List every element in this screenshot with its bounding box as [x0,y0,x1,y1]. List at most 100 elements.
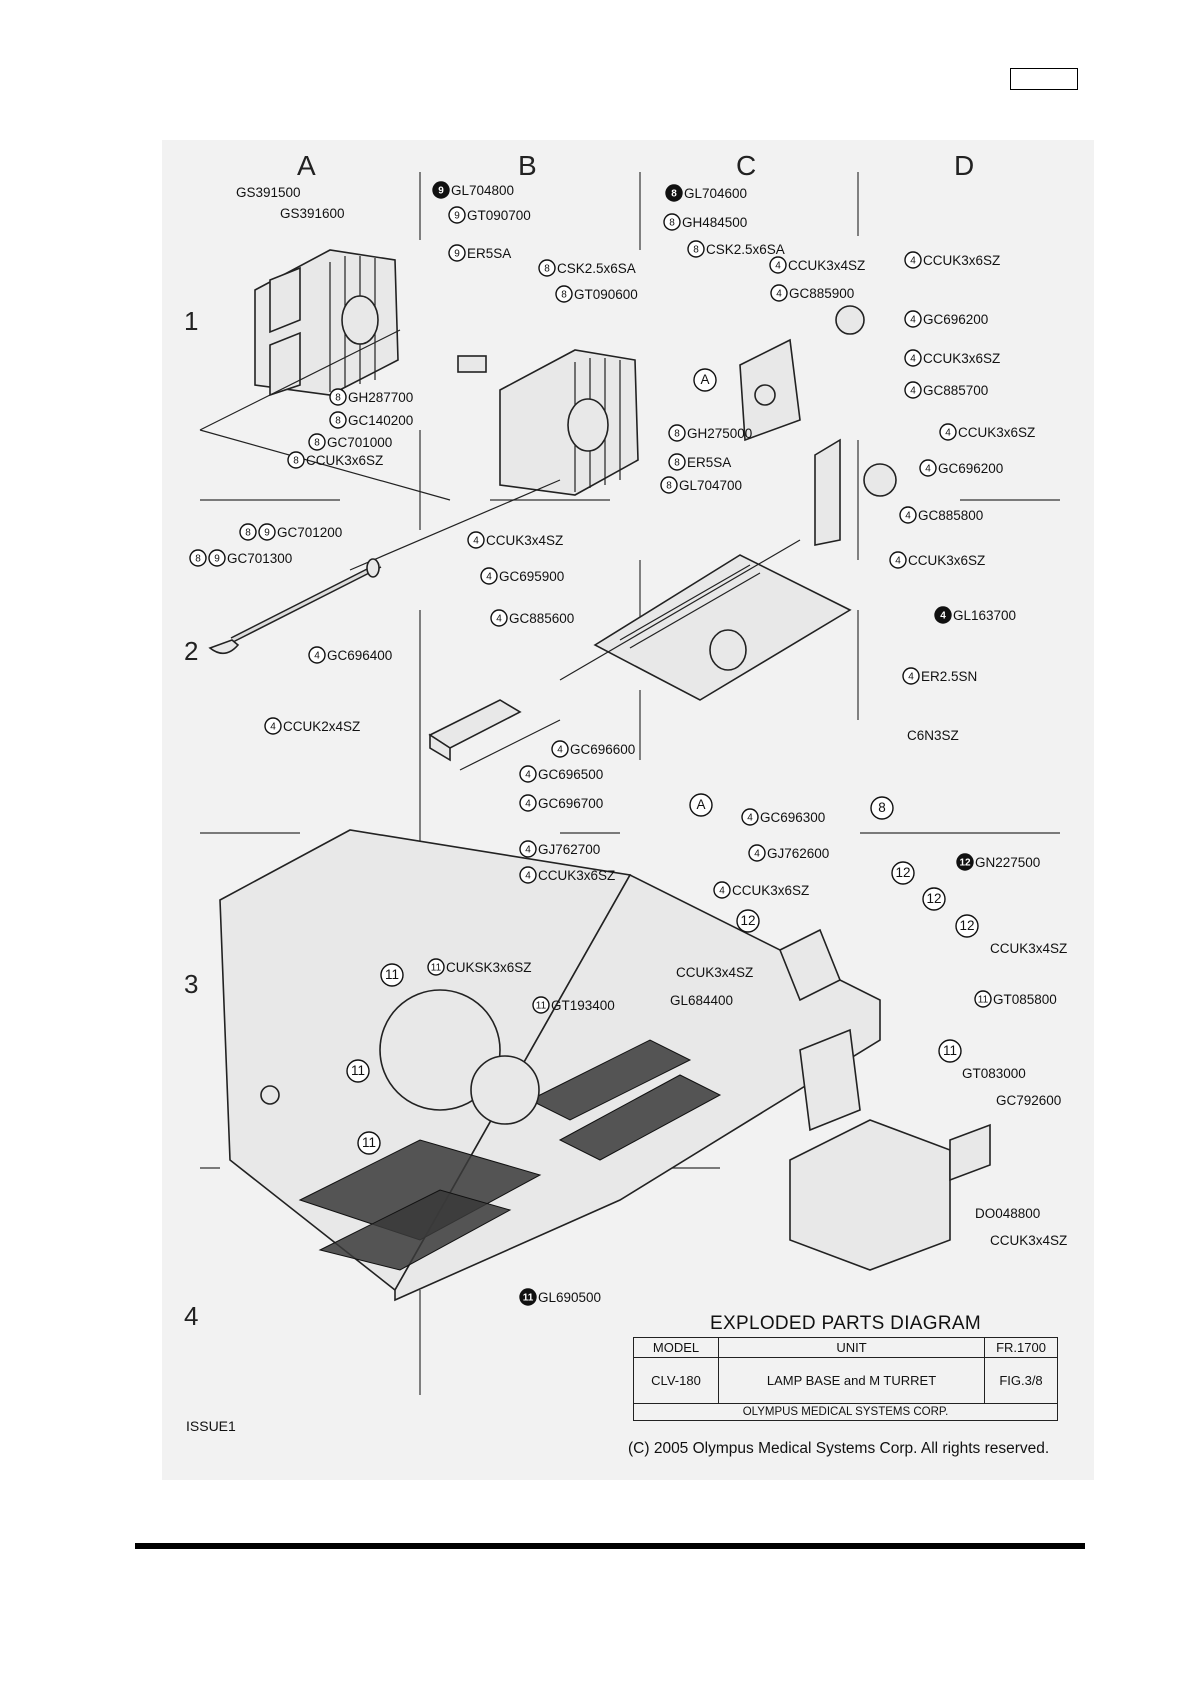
item-number: 9 [214,554,220,565]
item-number: 4 [754,849,760,860]
item-number-circle [668,424,686,442]
part-number: GC696200 [923,312,988,327]
callout-circle [346,1059,370,1083]
item-number-circle [663,213,681,231]
item-number: 4 [525,871,531,882]
item-number-circle [919,459,937,477]
item-number-circle [934,606,952,624]
callout-label: 11 [351,1063,365,1078]
part-number: GC696700 [538,796,603,811]
item-number: 4 [940,611,946,622]
item-number: 4 [719,886,725,897]
item-number: 4 [314,651,320,662]
row-header: 1 [184,306,198,336]
callout-label: A [700,372,709,387]
part-number: CCUK3x6SZ [306,453,383,468]
item-number: 11 [536,1001,547,1012]
part-number: GC696400 [327,648,392,663]
row-header: 2 [184,636,198,666]
callout-circle [689,793,713,817]
item-number: 4 [557,745,563,756]
lamp-base-heatsink-b [349,349,639,571]
part-number: GS391500 [236,185,301,200]
item-number: 11 [978,995,989,1006]
part-number: GT083000 [962,1066,1026,1081]
part-number: CCUK3x6SZ [908,553,985,568]
part-number: GL163700 [953,608,1016,623]
callout-label: 11 [385,967,399,982]
part-number: CCUK3x6SZ [923,351,1000,366]
callout-label: 12 [895,865,910,880]
column-header: C [736,150,756,181]
part-number: GC696300 [760,810,825,825]
item-number: 8 [669,218,675,229]
part-number: GC885700 [923,383,988,398]
item-number: 9 [454,249,460,260]
item-number: 8 [693,245,699,256]
part-number: GL704600 [684,186,747,201]
item-number-circle [748,844,766,862]
item-number-circle [329,388,347,406]
item-number-circle [713,881,731,899]
item-number-circle [519,794,537,812]
item-number-circle [264,717,282,735]
callout-circle [736,909,760,933]
item-number-circle [555,285,573,303]
callout-circle [955,914,979,938]
item-number: 8 [561,290,567,301]
item-number-circle [308,433,326,451]
callout-circle [891,861,915,885]
item-number-circle [258,523,276,541]
item-number: 4 [473,536,479,547]
callout-circle [380,963,404,987]
item-number: 9 [454,211,460,222]
part-number: GN227500 [975,855,1040,870]
item-number: 4 [525,799,531,810]
part-number: CSK2.5x6SA [557,261,636,276]
part-number: CCUK3x4SZ [788,258,865,273]
item-number-circle [741,808,759,826]
item-number: 4 [945,428,951,439]
item-number: 8 [245,528,251,539]
part-number: CCUK3x4SZ [990,941,1067,956]
row-header: 3 [184,969,198,999]
part-label: 4 GJ762600 [748,844,829,862]
callout-label: 12 [959,918,974,933]
item-number: 4 [895,556,901,567]
part-number: GC696600 [570,742,635,757]
item-number: 4 [910,315,916,326]
title-block-heading: EXPLODED PARTS DIAGRAM [710,1313,981,1334]
column-header: A [297,150,316,181]
item-number: 8 [674,458,680,469]
item-number-circle [467,531,485,549]
callout-label: 11 [943,1043,957,1058]
item-number: 4 [486,572,492,583]
model-value: CLV-180 [633,1357,719,1404]
part-number: GJ762600 [767,846,829,861]
part-number: GL704700 [679,478,742,493]
item-number-circle [889,551,907,569]
item-number: 8 [314,438,320,449]
part-number: ER5SA [687,455,731,470]
item-number-circle [490,609,508,627]
